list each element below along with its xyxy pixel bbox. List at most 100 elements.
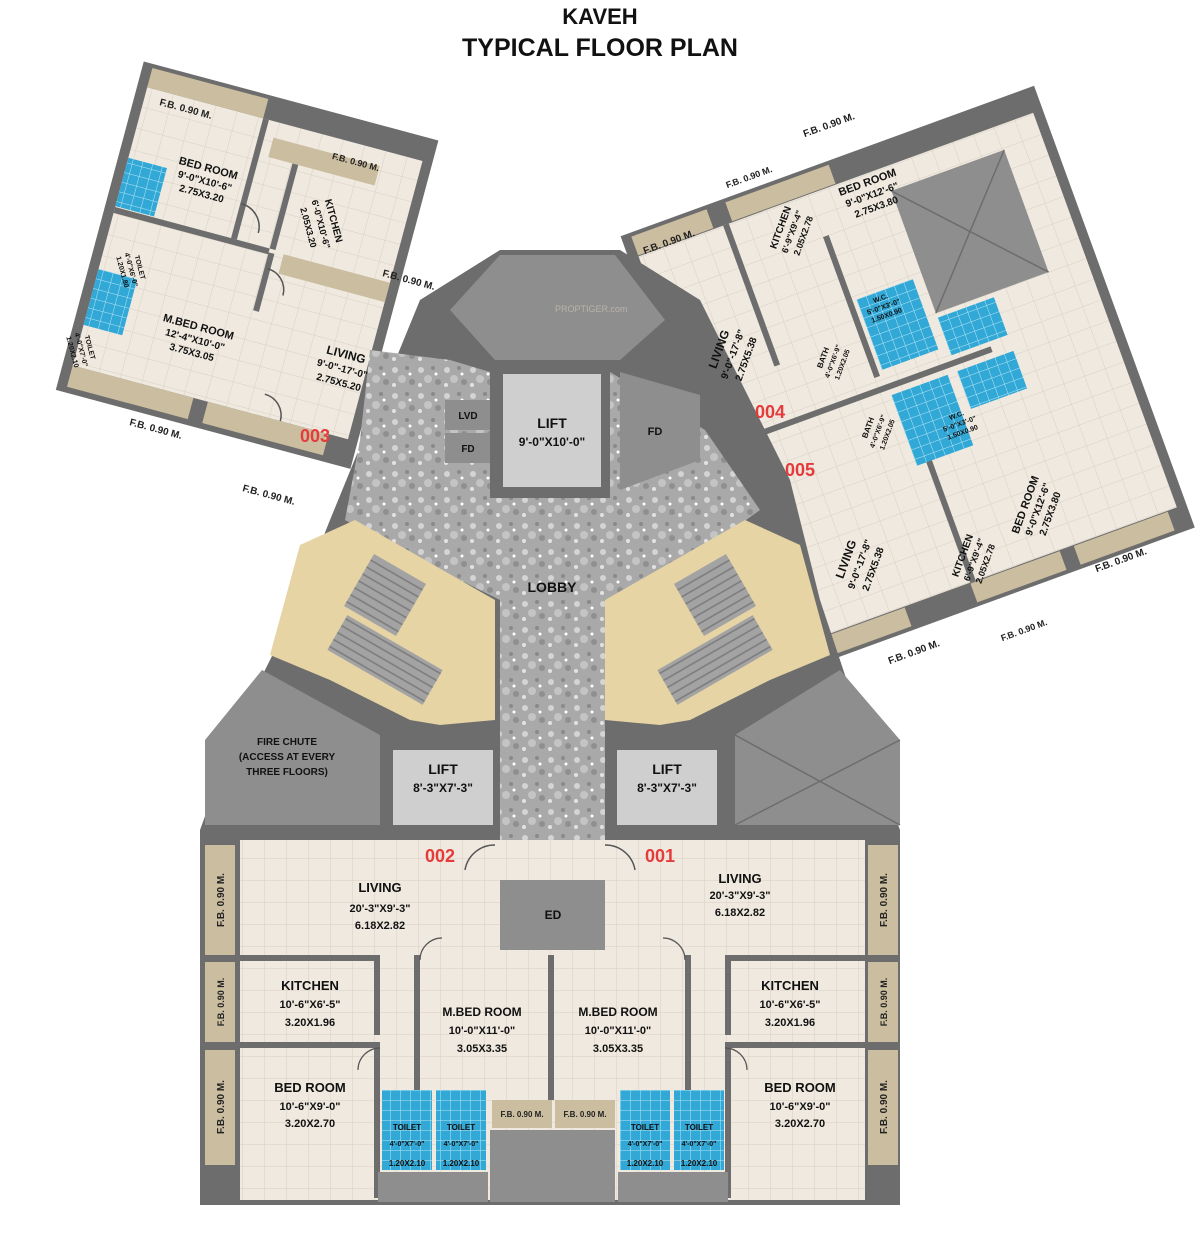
unit-number-001: 001 [645, 846, 675, 866]
balcony [147, 67, 269, 119]
balcony-label: F.B. 0.90 M. [563, 1110, 606, 1119]
room-dim-metric: 3.20X1.96 [765, 1017, 815, 1029]
room-dim-metric: 3.05X3.35 [457, 1043, 507, 1055]
balcony-label: F.B. 0.90 M. [216, 978, 226, 1027]
room-dim-imperial: 20'-3"X9'-3" [710, 890, 771, 902]
balcony-label: F.B. 0.90 M. [879, 978, 889, 1027]
room-name: W.C. [872, 293, 889, 305]
room-dim-metric: 3.20X2.70 [285, 1118, 335, 1130]
balcony [970, 551, 1067, 603]
balcony-label: F.B. 0.90 M. [241, 483, 296, 508]
toilet-tiles [436, 1090, 486, 1170]
wc-tiles [957, 350, 1028, 409]
room-name: TOILET [631, 1123, 659, 1132]
unit-number-005: 005 [785, 460, 815, 480]
toilet-tiles [83, 268, 138, 336]
room-name: M.BED ROOM [578, 1005, 657, 1019]
room-dim-imperial: 10'-6"X9'-0" [770, 1101, 831, 1113]
room-name: W.C. [948, 410, 965, 422]
room-dim-metric: 3.20X1.96 [285, 1017, 335, 1029]
bath-tiles [856, 278, 939, 370]
room-dim-imperial: 10'-6"X6'-5" [760, 999, 821, 1011]
toilet-tiles [620, 1090, 670, 1170]
unit-number-002: 002 [425, 846, 455, 866]
balcony [868, 845, 898, 955]
unit-number-004: 004 [755, 402, 785, 422]
bath-tiles [891, 374, 974, 466]
room-name: M.BED ROOM [442, 1005, 521, 1019]
toilet-tiles [382, 1090, 432, 1170]
room-dim-imperial: 10'-6"X6'-5" [280, 999, 341, 1011]
shaft-right [735, 670, 900, 825]
toilet-tiles [674, 1090, 724, 1170]
room-dim-imperial: 10'-6"X9'-0" [280, 1101, 341, 1113]
balcony-label: F.B. 0.90 M. [500, 1110, 543, 1119]
lvd-label: LVD [458, 411, 477, 422]
room-dim-metric: 3.05X3.35 [593, 1043, 643, 1055]
fd-right-label: FD [648, 426, 663, 438]
balcony [278, 254, 390, 303]
balcony [868, 1050, 898, 1165]
fd-shaft-right [620, 372, 700, 490]
balcony-label: F.B. 0.90 M. [802, 111, 857, 140]
room-dim-metric: 6.18X2.82 [355, 920, 405, 932]
room-name: KITCHEN [281, 978, 339, 993]
fd-shaft-left [445, 433, 490, 463]
room-dim-imperial: 4'-0"X7'-0" [628, 1141, 663, 1148]
balcony [66, 365, 194, 420]
room-name: TOILET [447, 1123, 475, 1132]
room-dim-metric: 1.20X2.10 [627, 1159, 664, 1168]
room-dim-metric: 1.20X2.10 [681, 1159, 718, 1168]
lobby-label: LOBBY [528, 579, 578, 595]
room-dim-imperial: 10'-0"X11'-0" [449, 1025, 515, 1037]
fire-chute-line3: THREE FLOORS) [246, 767, 328, 778]
room-dim-imperial: 4'-0"X7'-0" [390, 1141, 425, 1148]
balcony-label: F.B. 0.90 M. [216, 1080, 227, 1134]
fire-chute [205, 670, 380, 825]
balcony [631, 209, 714, 256]
toilet-tiles [115, 157, 167, 217]
stair-right [605, 520, 830, 725]
balcony [725, 164, 836, 222]
room-name: LIVING [358, 880, 401, 895]
plan-title: TYPICAL FLOOR PLAN [462, 34, 738, 62]
balcony [555, 1100, 615, 1128]
balcony-label: F.B. 0.90 M. [879, 1080, 890, 1134]
lift-main-dim: 9'-0"X10'-0" [519, 435, 585, 449]
room-name: TOILET [393, 1123, 421, 1132]
balcony-label: F.B. 0.90 M. [887, 638, 942, 667]
room-name: BED ROOM [764, 1080, 836, 1095]
room-name: BED ROOM [274, 1080, 346, 1095]
room-dim-imperial: 20'-3"X9'-3" [350, 903, 411, 915]
balcony-label: F.B. 0.90 M. [879, 873, 890, 927]
room-name: KITCHEN [761, 978, 819, 993]
lift-left-dim: 8'-3"X7'-3" [413, 781, 473, 795]
stair-left [270, 520, 495, 725]
room-dim-imperial: 4'-0"X7'-0" [682, 1141, 717, 1148]
balcony [205, 845, 235, 955]
balcony [492, 1100, 552, 1128]
balcony [868, 962, 898, 1042]
balcony-label: F.B. 0.90 M. [216, 873, 227, 927]
wc-tiles [937, 297, 1008, 356]
balcony [202, 401, 329, 456]
room-dim-imperial: 4'-0"X7'-0" [444, 1141, 479, 1148]
fire-chute-line2: (ACCESS AT EVERY [239, 752, 336, 763]
ed-label: ED [545, 908, 562, 922]
unit-number-003: 003 [300, 426, 330, 446]
ed-shaft [500, 880, 605, 950]
balcony-label: F.B. 0.90 M. [999, 617, 1048, 643]
lift-right-dim: 8'-3"X7'-3" [637, 781, 697, 795]
balcony [1073, 511, 1175, 565]
room-name: TOILET [685, 1123, 713, 1132]
balcony [268, 137, 380, 186]
lift-right-name: LIFT [652, 761, 682, 777]
watermark: PROPTIGER.com [555, 304, 628, 314]
room-name: LIVING [718, 871, 761, 886]
lift-left-name: LIFT [428, 761, 458, 777]
room-dim-metric: 3.20X2.70 [775, 1118, 825, 1130]
room-dim-metric: 1.20X2.10 [443, 1159, 480, 1168]
balcony [205, 1050, 235, 1165]
